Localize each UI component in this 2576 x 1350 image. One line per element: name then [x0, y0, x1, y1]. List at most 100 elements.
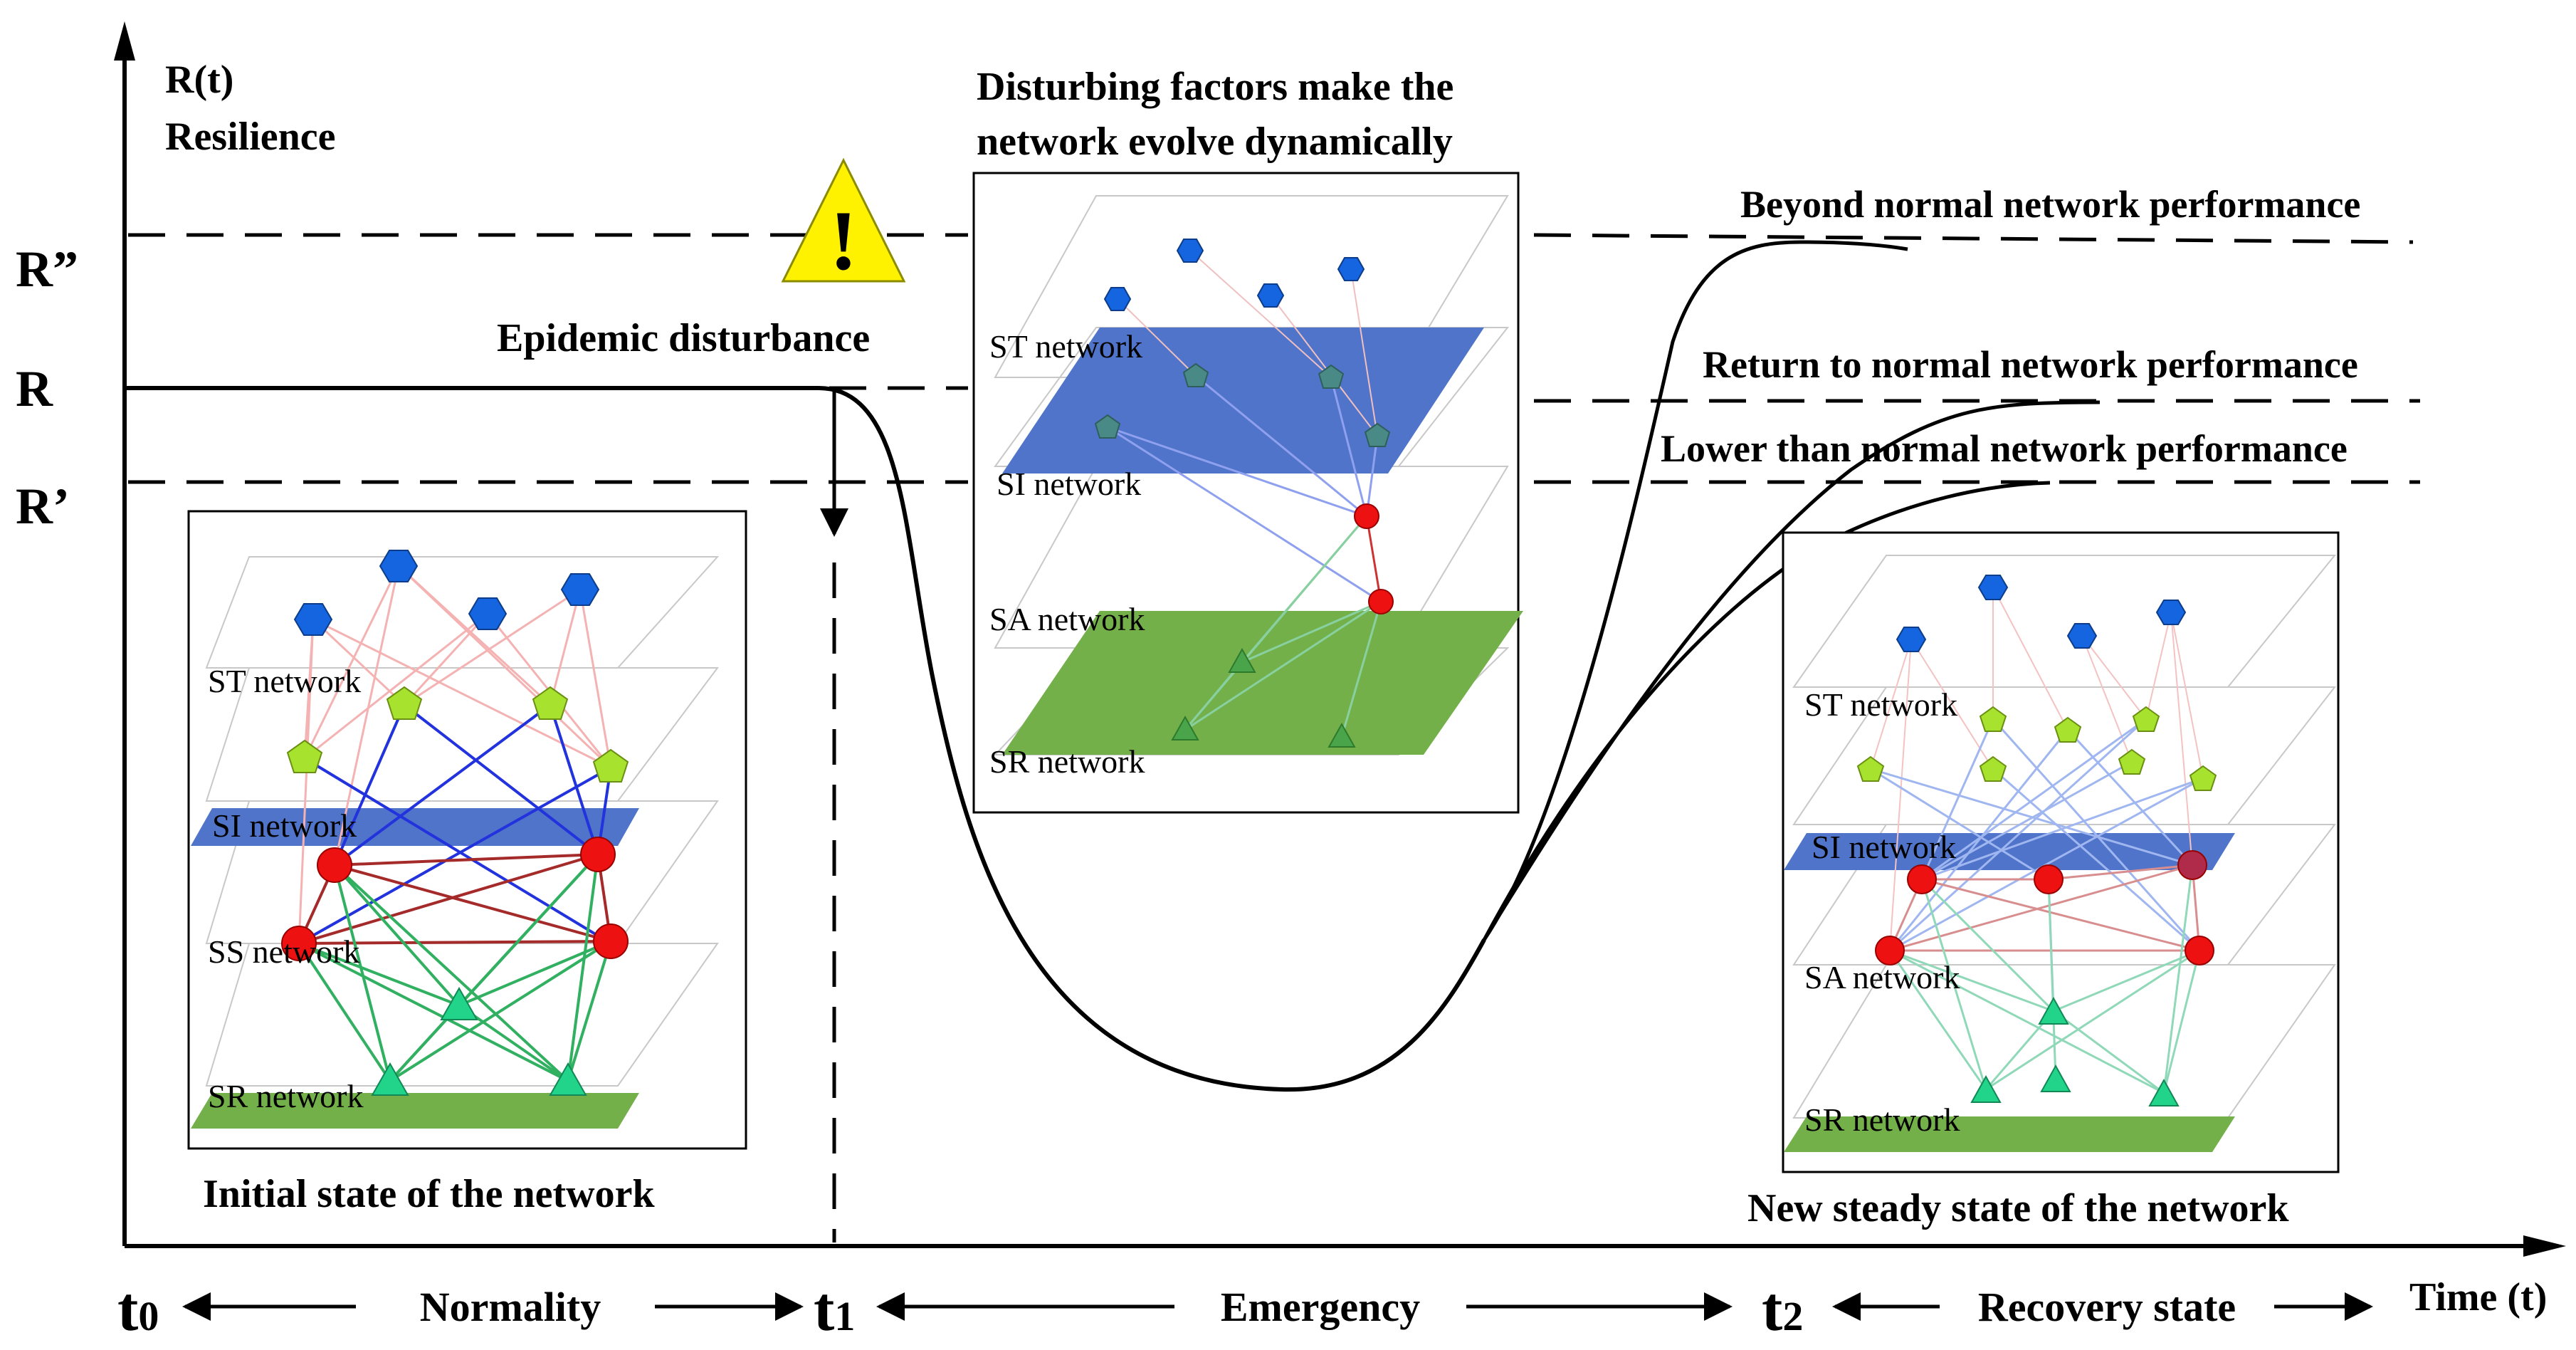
si-ss-edges: [298, 703, 612, 945]
x-axis-title: Time (t): [2409, 1275, 2547, 1319]
si-nodes: [1856, 706, 2217, 791]
sr-nodes: [371, 986, 587, 1096]
triangle-node-icon: [1171, 715, 1199, 741]
annotation-disturbing-line1: Disturbing factors make the: [977, 65, 1453, 109]
warning-exclamation: !: [829, 193, 858, 288]
ss-edges: [298, 853, 612, 945]
pentagon-node-icon: [1979, 755, 2007, 782]
level-label-r: R: [16, 360, 53, 417]
sa-sr-edges: [1888, 864, 2201, 1094]
caption-initial: Initial state of the network: [203, 1172, 655, 1216]
panel-emergency: ST network SI network SA network SR netw…: [972, 172, 1523, 814]
layer-label-sa: SA network: [1804, 959, 1960, 995]
sa-nodes: [1875, 850, 2214, 966]
y-axis-arrowhead: [114, 21, 135, 61]
triangle-node-icon: [371, 1062, 409, 1096]
circle-node-icon: [281, 926, 317, 961]
triangle-node-icon: [549, 1062, 587, 1096]
annotation-disturbing-line2: network evolve dynamically: [977, 120, 1453, 164]
circle-node-icon: [593, 923, 629, 959]
caption-steady: New steady state of the network: [1747, 1186, 2289, 1230]
phase-label-normality: Normality: [420, 1284, 601, 1330]
triangle-node-icon: [440, 986, 478, 1020]
sa-sr-edges: [1184, 516, 1382, 738]
pentagon-node-icon: [1094, 414, 1121, 439]
level-label-r-prime: R’: [16, 478, 70, 535]
layer-label-st: ST network: [989, 328, 1142, 365]
circle-node-icon: [1907, 864, 1937, 894]
sa-edge: [1365, 516, 1382, 602]
level-label-r-double-prime: R”: [16, 241, 78, 298]
time-label-t0: t0: [117, 1275, 159, 1344]
plane-sr-fill: [1002, 611, 1523, 755]
phase-label-emergency: Emergency: [1221, 1284, 1420, 1330]
hexagon-node-icon: [560, 573, 600, 606]
layer-label-si: SI network: [212, 807, 357, 844]
annotation-epidemic: Epidemic disturbance: [497, 316, 870, 360]
pentagon-node-icon: [2132, 706, 2160, 732]
hexagon-node-icon: [2066, 623, 2098, 649]
pentagon-node-icon: [286, 739, 323, 773]
layer-label-st: ST network: [1804, 686, 1957, 723]
st-nodes: [1896, 575, 2187, 652]
pentagon-node-icon: [1318, 364, 1345, 389]
annotation-lower: Lower than normal network performance: [1661, 427, 2348, 470]
hexagon-node-icon: [468, 597, 508, 630]
hexagon-node-icon: [1337, 257, 1365, 281]
triangle-node-icon: [1970, 1074, 2002, 1103]
circle-node-icon: [1368, 589, 1394, 614]
y-axis-title: R(t): [165, 58, 233, 102]
circle-node-icon: [2185, 936, 2214, 966]
pentagon-node-icon: [1979, 706, 2007, 732]
sr-nodes: [1970, 996, 2180, 1106]
pentagon-node-icon: [532, 686, 569, 720]
time-label-t2: t2: [1762, 1275, 1803, 1344]
pentagon-node-icon: [386, 686, 423, 720]
circle-node-icon: [1875, 936, 1905, 966]
performance-curve-main: [127, 386, 1486, 1092]
triangle-node-icon: [2038, 996, 2069, 1025]
dashed-line-r-double-prime-right: [1533, 233, 2414, 244]
pentagon-node-icon: [2118, 748, 2146, 775]
hexagon-node-icon: [293, 603, 333, 636]
curve-return-normal: [1482, 400, 2101, 941]
plane-sr-fill: [191, 1093, 639, 1129]
pentagon-node-icon: [1364, 422, 1391, 447]
st-nodes: [293, 550, 600, 636]
warning-triangle-icon: [781, 157, 906, 283]
hexagon-node-icon: [1977, 575, 2009, 600]
sr-nodes: [1171, 647, 1356, 748]
hexagon-node-icon: [1103, 287, 1132, 311]
si-sa-edges: [1107, 375, 1382, 603]
circle-node-icon: [2177, 850, 2207, 880]
circle-node-icon: [317, 847, 352, 883]
hexagon-node-icon: [379, 550, 419, 582]
ss-nodes: [281, 837, 629, 961]
sa-nodes: [1354, 503, 1394, 614]
time-label-t1: t1: [814, 1275, 855, 1344]
hexagon-node-icon: [2155, 600, 2187, 625]
pentagon-node-icon: [2189, 765, 2217, 791]
plane-sr-outline: [205, 943, 719, 1087]
layer-label-si: SI network: [1812, 829, 1956, 865]
si-nodes: [1094, 362, 1391, 447]
y-axis-subtitle: Resilience: [165, 115, 335, 159]
layer-label-ss: SS network: [208, 933, 359, 970]
triangle-node-icon: [1328, 722, 1356, 748]
layer-label-si: SI network: [997, 466, 1141, 502]
phase-label-recovery: Recovery state: [1978, 1284, 2236, 1330]
layer-label-sr: SR network: [989, 743, 1145, 780]
triangle-node-icon: [1228, 647, 1256, 673]
panel-steady: ST network SI network SA network SR netw…: [1782, 531, 2340, 1173]
ss-sr-edges: [298, 853, 612, 1082]
st-si-edges: [1117, 250, 1378, 436]
circle-node-icon: [580, 837, 616, 872]
st-nodes: [1103, 239, 1365, 311]
panel-initial: ST network SI network SS network SR netw…: [187, 510, 747, 1150]
circle-node-icon: [1354, 503, 1379, 529]
pentagon-node-icon: [1182, 362, 1209, 387]
x-axis-arrowhead: [2523, 1235, 2566, 1257]
curve-beyond-normal: [1482, 240, 1908, 941]
